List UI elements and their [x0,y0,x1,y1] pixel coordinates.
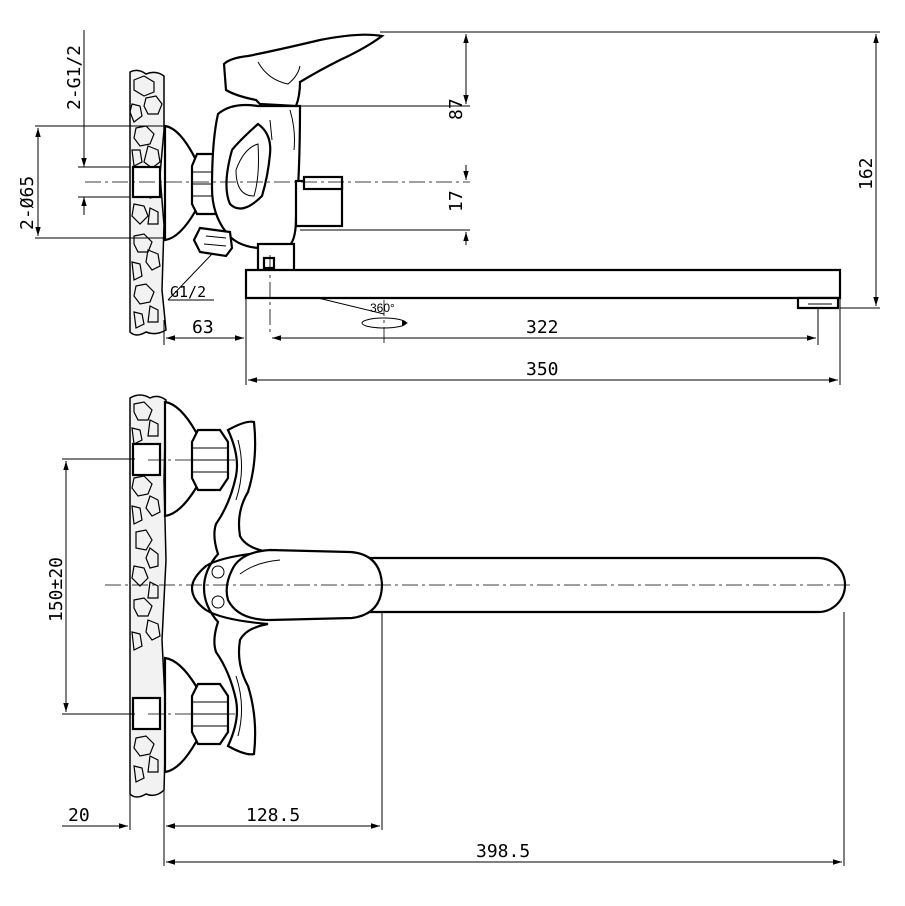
dim-height-diverter: 17 [446,190,467,212]
dim-handle-reach: 128.5 [246,805,300,826]
aerator-side [796,296,840,310]
dim-total-reach: 398.5 [476,841,530,862]
spout-collar [256,242,296,274]
side-view: 2-Ø65 2-G1/2 87 17 162 G1/2 360° 63 322 [17,30,880,385]
label-rotation: 360° [370,301,395,315]
mixer-body-plan [190,420,269,756]
wall-section-bottom [129,394,167,798]
dim-height-total: 162 [856,157,877,190]
lever-handle-side [222,33,385,108]
wall-section-top [129,69,167,336]
dim-spout-reach: 322 [526,317,559,338]
dim-center-distance: 150±20 [46,557,67,622]
dim-thread-connection: 2-G1/2 [64,45,85,110]
plan-view: 150±20 20 128.5 398.5 [46,394,850,866]
dim-height-spout: 87 [446,98,467,120]
dim-total-length: 350 [526,359,559,380]
wall-fitting-upper [131,442,162,477]
dim-flange-diameter: 2-Ø65 [17,176,38,230]
label-shower-outlet: G1/2 [170,283,206,301]
dim-wall-offset: 20 [68,805,90,826]
shower-outlet-side [192,226,234,258]
dim-offset-side: 63 [192,317,214,338]
wall-fitting-lower [131,696,162,731]
spout-side [244,268,842,300]
